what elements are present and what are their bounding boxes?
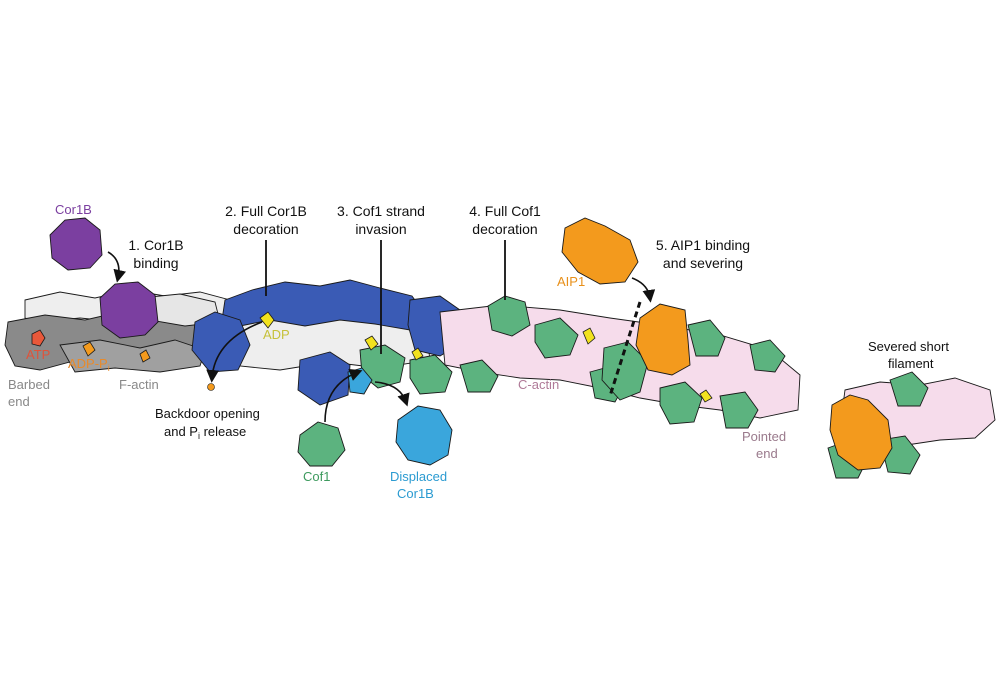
cor1b-free — [49, 217, 103, 271]
cof1-free — [297, 421, 346, 467]
label-adp: ADP — [263, 327, 290, 342]
label-backdoor-2: and Pi release — [164, 424, 246, 441]
arrow-aip1-binding — [631, 277, 656, 303]
label-pointed-2: end — [756, 446, 778, 461]
step3-line1: 3. Cof1 strand — [337, 203, 425, 219]
label-pointed-1: Pointed — [742, 429, 786, 444]
aip1-free — [561, 217, 639, 285]
nucleotides — [31, 311, 713, 403]
step1-line1: 1. Cor1B — [128, 237, 183, 253]
cor1b-binding — [99, 281, 159, 339]
step3-line2: invasion — [355, 221, 406, 237]
step4-line1: 4. Full Cof1 — [469, 203, 541, 219]
label-c-actin: C-actin — [518, 377, 559, 392]
label-cor1b: Cor1B — [55, 202, 92, 217]
step5-line1: 5. AIP1 binding — [656, 237, 750, 253]
label-aip1: AIP1 — [557, 274, 585, 289]
label-barbed-2: end — [8, 394, 30, 409]
label-barbed-1: Barbed — [8, 377, 50, 392]
label-adp-pi: ADP-Pi — [68, 356, 110, 373]
arrow-cof1-invasion — [324, 368, 363, 423]
severing-line — [608, 301, 642, 397]
label-f-actin: F-actin — [119, 377, 159, 392]
label-backdoor-2a: and P — [164, 424, 198, 439]
arrow-displace-cor1b — [374, 381, 410, 407]
label-displaced-1: Displaced — [390, 469, 447, 484]
label-adp-pi-sub: i — [108, 363, 110, 373]
label-backdoor-2b: release — [200, 424, 246, 439]
arrow-pi-release — [206, 321, 263, 383]
label-displaced-2: Cor1B — [397, 486, 434, 501]
label-backdoor-1: Backdoor opening — [155, 406, 260, 421]
cof1-bound-group — [359, 295, 786, 429]
label-severed-1: Severed short — [868, 339, 949, 354]
step5-line2: and severing — [663, 255, 743, 271]
label-cof1: Cof1 — [303, 469, 330, 484]
label-adp-pi-main: ADP-P — [68, 356, 108, 371]
label-severed-2: filament — [888, 356, 934, 371]
f-actin-filament — [4, 289, 233, 373]
label-atp: ATP — [26, 347, 50, 362]
label-backdoor-sub: i — [198, 431, 200, 441]
arrow-cor1b-binding — [107, 251, 126, 283]
step4-line2: decoration — [472, 221, 537, 237]
aip1-bound — [635, 303, 691, 376]
step2-line2: decoration — [233, 221, 298, 237]
step2-line1: 2. Full Cor1B — [225, 203, 307, 219]
step1-line2: binding — [133, 255, 178, 271]
severed-filament — [827, 371, 996, 479]
